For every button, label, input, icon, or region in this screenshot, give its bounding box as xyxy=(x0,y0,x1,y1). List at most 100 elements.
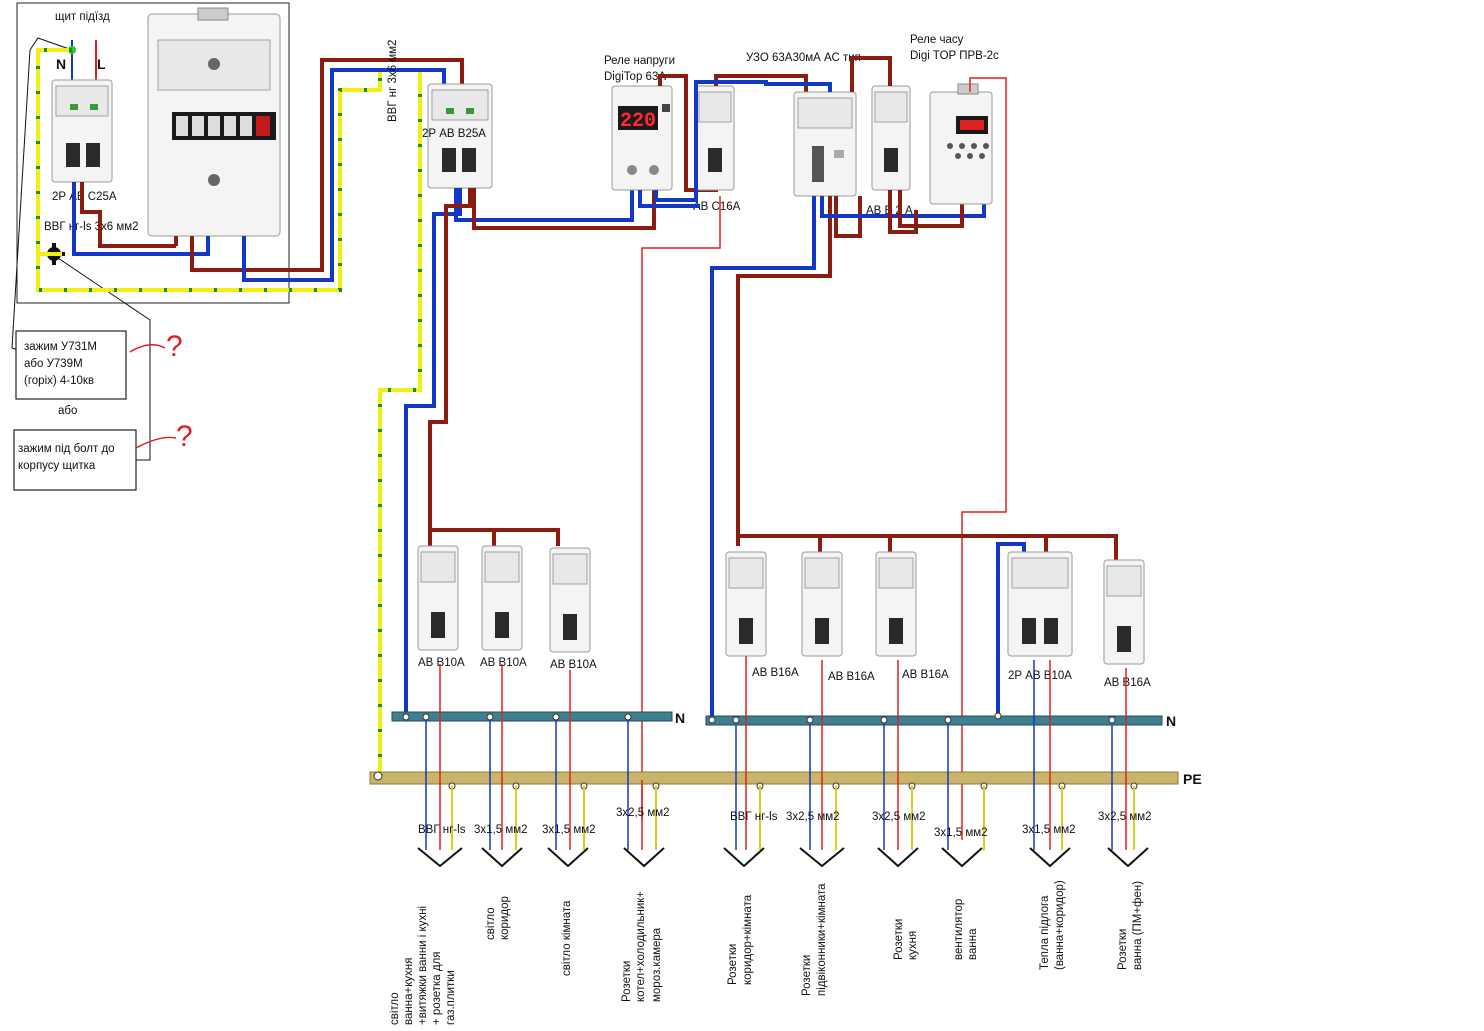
cable-right-5: 3х1,5 мм2 xyxy=(1022,824,1076,836)
cable-right-1: ВВГ нг-ls xyxy=(730,811,778,823)
panel-n-label: N xyxy=(56,56,66,72)
breaker-group-left-2 xyxy=(481,545,523,651)
n-bus-right xyxy=(705,715,1163,726)
pe-bus-label: PE xyxy=(1183,771,1202,787)
breaker-group-right-2 xyxy=(801,551,843,657)
n-bus-left xyxy=(391,711,673,722)
svg-text:світло кімната: світло кімната xyxy=(561,900,573,976)
n-bus-right-label: N xyxy=(1166,713,1176,729)
svg-text:котел+холодильник+: котел+холодильник+ xyxy=(635,891,647,1002)
cable-left-4: 3х2,5 мм2 xyxy=(616,807,670,819)
dest-right-5: Тепла підлога (ванна+коридор) xyxy=(1039,880,1066,970)
rcd-label: УЗО 63А30мА АС тип xyxy=(746,52,861,64)
breaker-group-right-1 xyxy=(725,551,767,657)
svg-text:мороз.камера: мороз.камера xyxy=(651,927,663,1002)
svg-text:+ розетка для: + розетка для xyxy=(431,951,443,1025)
voltage-relay xyxy=(611,85,673,191)
dest-right-4: вентилятор ванна xyxy=(953,899,979,960)
dest-right-6: Розетки ванна (ПМ+фен) xyxy=(1117,881,1144,970)
breaker-b2 xyxy=(871,85,911,191)
breaker-right-3-label: АВ В16А xyxy=(902,669,949,681)
svg-text:Розетки: Розетки xyxy=(801,955,813,996)
panel-frame xyxy=(16,2,290,304)
breaker-group-right-3 xyxy=(875,551,917,657)
svg-text:вентилятор: вентилятор xyxy=(953,899,965,960)
svg-text:+витяжки ванни і кухні: +витяжки ванни і кухні xyxy=(417,906,429,1025)
dest-left-2: світло коридор xyxy=(485,896,511,940)
svg-text:підвіконники+кімната: підвіконники+кімната xyxy=(816,883,828,996)
dest-left-1: світло ванна+кухня +витяжки ванни і кухн… xyxy=(389,906,457,1025)
cable-right-2: 3х2,5 мм2 xyxy=(786,811,840,823)
dest-right-3: Розетки кухня xyxy=(893,919,919,960)
svg-text:коридор: коридор xyxy=(499,896,511,940)
breaker-left-1-label: АВ В10А xyxy=(418,657,465,669)
cable-right-6: 3х2,5 мм2 xyxy=(1098,811,1152,823)
clamp-note-1-line-3: (горіх) 4-10кв xyxy=(24,375,94,387)
outgoing-tails-left xyxy=(425,664,657,850)
main-breaker-label: 2Р АВ С25А xyxy=(52,191,117,203)
cable-left-1: ВВГ нг-ls xyxy=(418,824,466,836)
clamp-note-1-line-1: зажим У731М xyxy=(24,341,97,353)
breaker-right-2-label: АВ В16А xyxy=(828,671,875,683)
svg-text:світло: світло xyxy=(485,907,497,940)
svg-text:коридор+кімната: коридор+кімната xyxy=(742,894,754,985)
n-bus-left-label: N xyxy=(675,710,685,726)
breaker-group-left-3 xyxy=(549,547,591,653)
breaker-group-right-6 xyxy=(1103,559,1145,665)
cable-left-2: 3х1,5 мм2 xyxy=(474,824,528,836)
clamp-note-2-line-2: корпусу щитка xyxy=(18,460,96,472)
svg-text:світло: світло xyxy=(389,992,401,1025)
voltage-relay-title-1: Реле напруги xyxy=(604,55,675,67)
svg-text:газ.плитки: газ.плитки xyxy=(445,970,457,1025)
outgoing-tails-right xyxy=(735,656,1135,850)
breaker-left-2-label: АВ В10А xyxy=(480,657,527,669)
time-relay-title-2: Digi TOP ПРВ-2с xyxy=(910,50,999,62)
outgoing-arrows xyxy=(417,847,1149,868)
dest-left-3: світло кімната xyxy=(561,900,573,976)
cable-right-3: 3х2,5 мм2 xyxy=(872,811,926,823)
riser-cable-label: ВВГ нг 3х6 мм2 xyxy=(387,40,399,122)
clamp-note-1-line-2: або У739М xyxy=(24,358,83,370)
rcd xyxy=(793,91,857,197)
energy-meter xyxy=(147,7,281,237)
breaker-group-right-2p xyxy=(1007,551,1073,657)
svg-text:ванна (ПМ+фен): ванна (ПМ+фен) xyxy=(1132,881,1144,970)
clamp-note-2 xyxy=(13,429,137,491)
clamp-or-label: або xyxy=(58,405,77,417)
question-mark-2: ? xyxy=(176,420,193,453)
breaker-c16-label: АВ С16А xyxy=(693,201,741,213)
svg-text:кухня: кухня xyxy=(907,931,919,960)
clamp-note-1 xyxy=(15,330,127,400)
breaker-2p-b25 xyxy=(427,83,493,189)
svg-text:Розетки: Розетки xyxy=(893,919,905,960)
question-mark-1: ? xyxy=(166,330,183,363)
svg-text:Розетки: Розетки xyxy=(727,944,739,985)
pe-bus xyxy=(369,771,1179,785)
breaker-left-3-label: АВ В10А xyxy=(550,659,597,671)
voltage-relay-display: 220 xyxy=(620,110,656,133)
breaker-b25-label: 2Р АВ В25А xyxy=(422,128,486,140)
svg-text:Тепла підлога: Тепла підлога xyxy=(1039,895,1051,970)
cable-right-4: 3х1,5 мм2 xyxy=(934,827,988,839)
breaker-right-6-label: АВ В16А xyxy=(1104,677,1151,689)
svg-text:Розетки: Розетки xyxy=(1117,929,1129,970)
svg-text:ванна+кухня: ванна+кухня xyxy=(403,958,415,1025)
panel-title: щит підїзд xyxy=(55,11,110,23)
clamp-note-2-line-1: зажим під болт до xyxy=(18,443,115,455)
voltage-relay-title-2: DigiTop 63А xyxy=(604,71,666,83)
svg-text:ванна: ванна xyxy=(967,928,979,960)
main-breaker-c25 xyxy=(51,79,113,183)
dest-right-2: Розетки підвіконники+кімната xyxy=(801,883,828,996)
panel-l-label: L xyxy=(97,56,106,72)
breaker-right-1-label: АВ В16А xyxy=(752,667,799,679)
dest-right-1: Розетки коридор+кімната xyxy=(727,894,754,985)
time-relay-title-1: Реле часу xyxy=(910,34,964,46)
cable-left-3: 3х1,5 мм2 xyxy=(542,824,596,836)
breaker-c16 xyxy=(695,85,735,191)
time-relay xyxy=(929,83,993,205)
incoming-cable-label: ВВГ нг-ls 3х6 мм2 xyxy=(44,221,139,233)
breaker-right-5-label: 2Р АВ В10А xyxy=(1008,670,1072,682)
svg-text:(ванна+коридор): (ванна+коридор) xyxy=(1054,880,1066,970)
svg-text:Розетки: Розетки xyxy=(621,961,633,1002)
